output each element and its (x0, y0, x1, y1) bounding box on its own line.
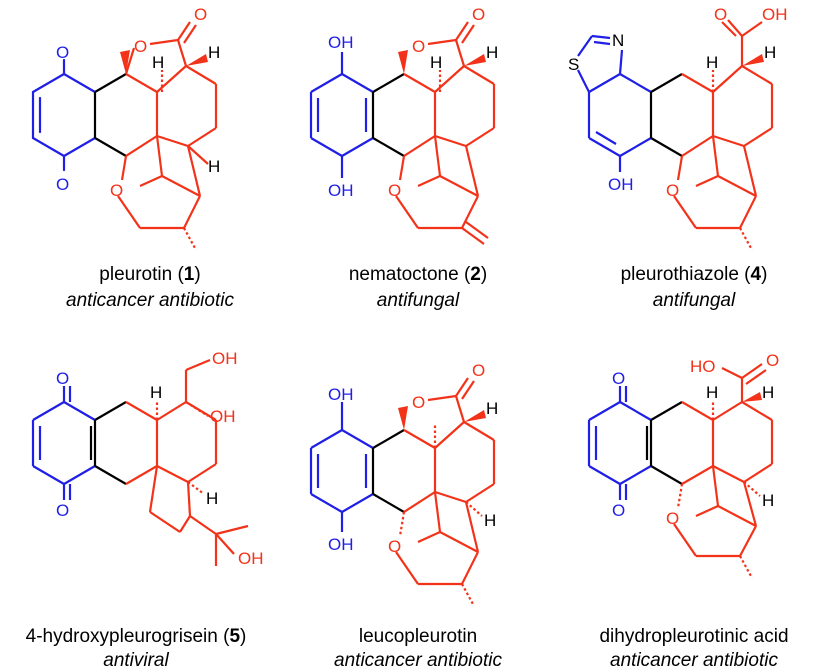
atom-o-ether: O (666, 181, 679, 200)
atom-oh-phenol: OH (608, 175, 634, 194)
compound-activity: anticancer antibiotic (334, 650, 502, 671)
compound-name: pleurothiazole (4) (621, 264, 768, 285)
structure-nematoctone: OH OH O O H H O (309, 5, 498, 245)
compound-activity: antiviral (103, 650, 169, 671)
atom-h: H (208, 157, 220, 176)
structure-dihydropleurotinic-acid: O O HO O H H H O (587, 351, 779, 579)
atom-o-ether: O (388, 537, 401, 556)
atom-h: H (150, 383, 162, 402)
wedge-bond (464, 54, 486, 66)
atom-h: H (486, 43, 498, 62)
atom-ho-acid: HO (690, 357, 716, 376)
atom-o-acid: O (766, 351, 779, 370)
atom-o-lactone: O (412, 393, 425, 412)
atom-h: H (208, 43, 220, 62)
caption-dihydropleurotinic-acid: dihydropleurotinic acid anticancer antib… (599, 626, 788, 671)
atom-o-quinone-bottom: O (56, 175, 69, 194)
atom-oh-top: OH (328, 385, 354, 404)
atom-o-carbonyl: O (472, 5, 485, 24)
caption-leucopleurotin: leucopleurotin anticancer antibiotic (334, 626, 502, 671)
atom-h: H (764, 43, 776, 62)
wedge-bond (742, 392, 762, 402)
caption-4-hydroxypleurogrisein: 4-hydroxypleurogrisein (5) antiviral (26, 626, 247, 671)
atom-o-quinone-top: O (56, 369, 69, 388)
compound-activity: antifungal (377, 290, 460, 311)
structure-pleurotin: O O O O H H H O (31, 5, 220, 251)
compound-name: nematoctone (2) (349, 264, 487, 285)
structure-4-hydroxypleurogrisein: O O OH OH OH H H (31, 349, 264, 568)
wedge-bond (398, 406, 408, 430)
atom-h: H (706, 53, 718, 72)
atom-o-quinone-bottom: O (56, 501, 69, 520)
atom-n: N (612, 31, 624, 50)
wedge-bond (186, 54, 208, 66)
atom-h: H (706, 383, 718, 402)
caption-pleurotin: pleurotin (1) anticancer antibiotic (66, 264, 234, 311)
atom-o-carbonyl: O (194, 5, 207, 24)
atom-o-quinone-bottom: O (612, 501, 625, 520)
atom-o-carbonyl: O (472, 361, 485, 380)
atom-h: H (484, 511, 496, 530)
atom-h: H (430, 53, 442, 72)
atom-oh-tertiary: OH (210, 407, 236, 426)
atom-o-ether: O (388, 181, 401, 200)
compound-activity: anticancer antibiotic (610, 650, 778, 671)
atom-oh-primary: OH (212, 349, 238, 368)
atom-h: H (486, 399, 498, 418)
atom-o-lactone: O (412, 37, 425, 56)
wedge-bond (464, 410, 486, 422)
atom-oh-bottom: OH (328, 181, 354, 200)
structure-pleurothiazole: S N OH O OH H H O (568, 5, 788, 251)
atom-oh-bottom: OH (328, 535, 354, 554)
compound-name: pleurotin (1) (99, 264, 200, 285)
atom-o-quinone-top: O (612, 369, 625, 388)
wedge-bond (398, 50, 408, 74)
atom-h: H (762, 383, 774, 402)
atom-o-ether: O (110, 181, 123, 200)
atom-oh-acid: OH (762, 5, 788, 24)
compound-activity: anticancer antibiotic (66, 290, 234, 311)
atom-s: S (568, 55, 579, 74)
atom-o-acid: O (714, 5, 727, 24)
structure-leucopleurotin: OH OH O O H H O (309, 361, 498, 607)
atom-o-ether: O (666, 509, 679, 528)
atom-o-quinone-top: O (56, 43, 69, 62)
caption-pleurothiazole: pleurothiazole (4) antifungal (621, 264, 768, 311)
atom-oh-side-chain: OH (238, 549, 264, 568)
compound-name: dihydropleurotinic acid (599, 626, 788, 647)
atom-oh-top: OH (328, 33, 354, 52)
wedge-bond (120, 50, 130, 74)
wedge-bond (742, 54, 764, 66)
atom-h: H (762, 491, 774, 510)
compound-name: leucopleurotin (359, 626, 477, 647)
caption-nematoctone: nematoctone (2) antifungal (349, 264, 487, 311)
compound-name: 4-hydroxypleurogrisein (5) (26, 626, 247, 647)
compound-activity: antifungal (653, 290, 736, 311)
atom-h: H (152, 53, 164, 72)
atom-h: H (206, 489, 218, 508)
atom-o-lactone: O (134, 37, 147, 56)
